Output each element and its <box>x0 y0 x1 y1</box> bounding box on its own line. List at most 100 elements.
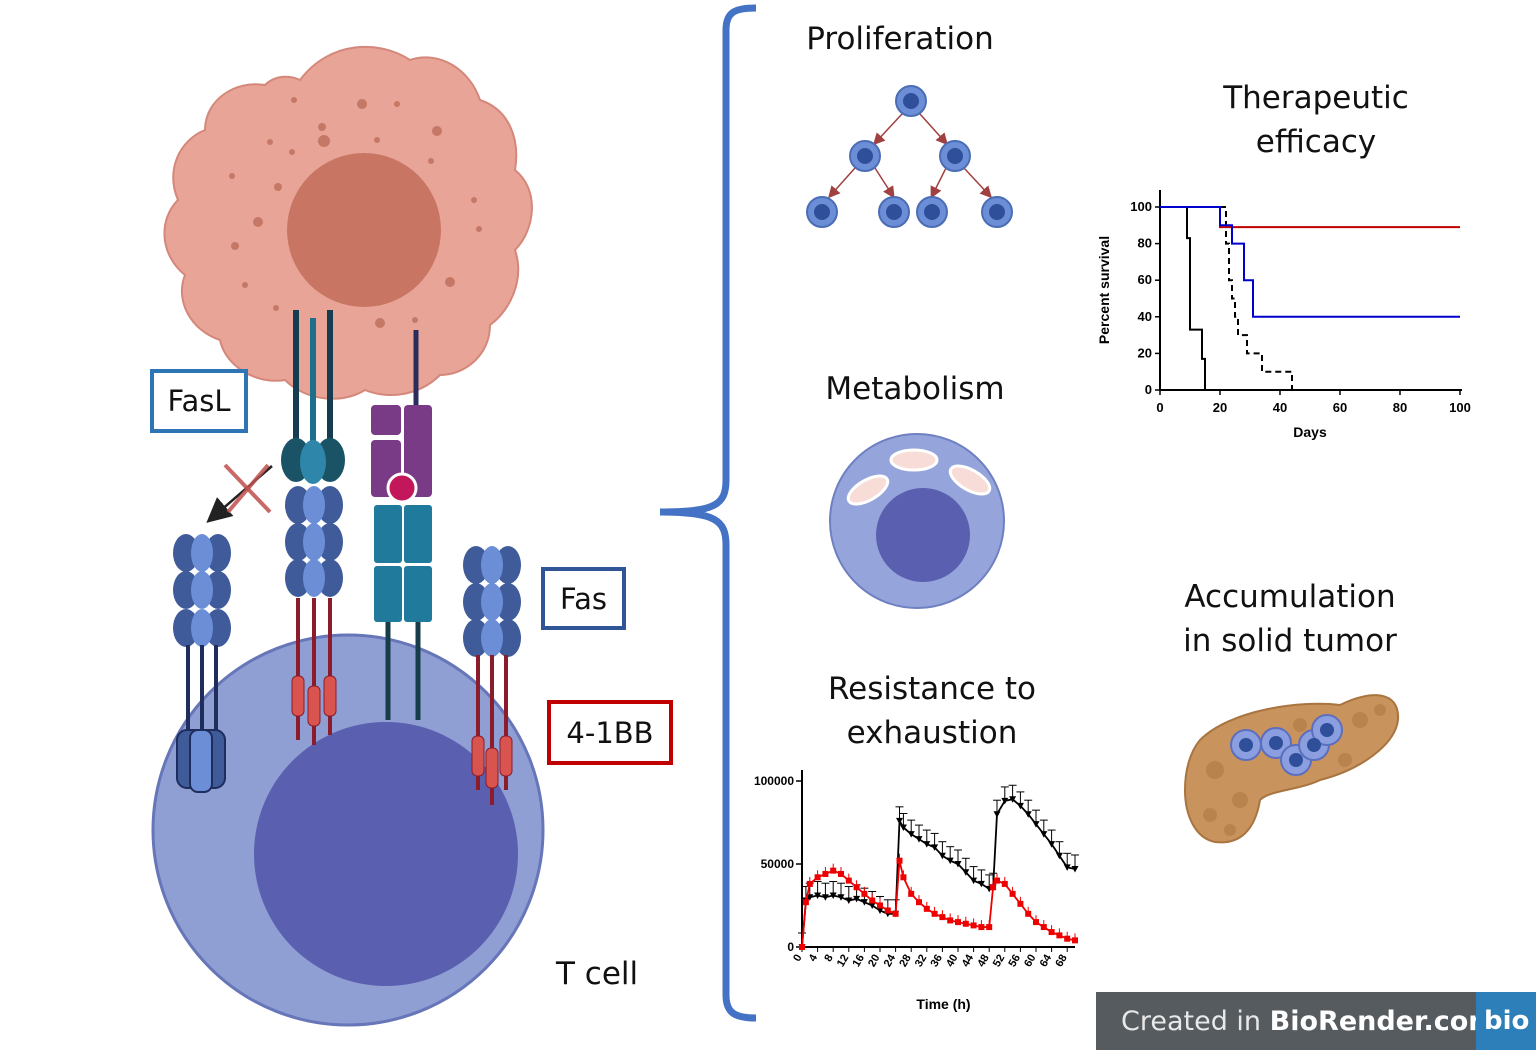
ex-marker-triangle <box>946 857 954 865</box>
ex-x-tick-label: 64 <box>1038 952 1055 969</box>
ex-y-tick-label: 100000 <box>754 774 794 788</box>
fas-receptor-free-right <box>463 546 521 805</box>
ex-marker-square <box>861 890 868 897</box>
ex-x-tick-label: 44 <box>960 952 977 969</box>
ex-marker-triangle <box>1040 831 1048 838</box>
ex-marker-square <box>1064 935 1071 942</box>
ex-marker-square <box>986 924 993 931</box>
accumulation-title-line2: in solid tumor <box>1183 623 1397 659</box>
ex-marker-triangle <box>1032 821 1040 828</box>
fasl-label-box: FasL <box>150 369 248 433</box>
ex-marker-square <box>853 884 860 891</box>
ex-x-tick-label: 28 <box>897 953 914 970</box>
ex-marker-triangle <box>1024 811 1032 818</box>
ex-marker-square <box>1048 929 1055 936</box>
biorender-prefix: Created in <box>1121 1005 1270 1037</box>
ex-marker-square <box>990 884 997 891</box>
biorender-brand: BioRender.com <box>1269 1005 1497 1037</box>
resistance-title-line1: Resistance to <box>827 671 1037 707</box>
ex-x-tick-label: 56 <box>1006 953 1023 970</box>
ex-marker-triangle <box>931 844 939 851</box>
km-y-tick-label: 0 <box>1145 382 1152 397</box>
ex-x-tick-label: 24 <box>882 952 899 969</box>
ex-marker-triangle <box>860 899 868 906</box>
km-y-tick-label: 20 <box>1138 345 1152 360</box>
biorender-badge: Created in BioRender.com bio <box>1096 992 1536 1050</box>
ex-x-tick-label: 4 <box>807 952 821 964</box>
ex-marker-triangle <box>993 811 1001 818</box>
tumor-cytoplasm-dots <box>229 97 482 328</box>
ex-marker-triangle <box>896 817 903 825</box>
km-y-tick-label: 40 <box>1138 309 1152 324</box>
ex-y-tick-label: 50000 <box>761 857 795 871</box>
ex-marker-square <box>830 867 837 874</box>
ex-marker-square <box>806 880 813 887</box>
ex-marker-square <box>978 924 985 931</box>
ex-marker-square <box>1017 900 1024 907</box>
ex-marker-triangle <box>1048 841 1056 848</box>
ex-marker-square <box>896 857 903 864</box>
t-cell-nucleus <box>254 722 518 986</box>
ex-marker-square <box>838 870 844 877</box>
fasl-ligand <box>281 310 345 484</box>
ex-marker-square <box>970 922 977 929</box>
km-x-tick-label: 80 <box>1393 400 1407 415</box>
ex-marker-triangle <box>1001 797 1009 805</box>
ex-x-tick-label: 0 <box>791 953 804 964</box>
ex-marker-triangle <box>899 824 907 831</box>
km-series-line <box>1160 206 1460 318</box>
ex-marker-triangle <box>915 836 923 843</box>
ex-marker-square <box>802 899 809 906</box>
km-x-tick-label: 20 <box>1213 400 1227 415</box>
cd137-label: 4-1BB <box>566 715 654 750</box>
km-x-tick-label: 60 <box>1333 400 1347 415</box>
resistance-title-line2: exhaustion <box>846 715 1018 751</box>
ex-x-tick-label: 12 <box>835 953 852 970</box>
km-series-line <box>1160 206 1293 390</box>
ex-marker-triangle <box>938 852 946 860</box>
ex-marker-triangle <box>977 880 985 888</box>
ex-marker-triangle <box>821 894 829 901</box>
curly-bracket <box>659 4 757 1022</box>
ex-marker-triangle <box>829 892 837 900</box>
ex-marker-square <box>892 910 899 917</box>
ex-x-tick-label: 40 <box>944 953 961 970</box>
t-cell <box>151 633 545 1027</box>
ex-marker-square <box>1025 910 1032 917</box>
ex-marker-square <box>1072 937 1078 944</box>
therapeutic-title-line2: efficacy <box>1255 124 1377 160</box>
ex-marker-square <box>916 899 922 906</box>
ex-marker-triangle <box>970 877 978 885</box>
fas-label: Fas <box>560 581 607 616</box>
ex-marker-square <box>884 907 891 914</box>
ex-marker-triangle <box>923 841 931 848</box>
fas-receptor-free-left <box>173 534 231 793</box>
ex-marker-triangle <box>962 869 970 876</box>
km-x-tick-label: 100 <box>1449 400 1471 415</box>
ex-marker-triangle <box>837 894 845 901</box>
tcr-mhc-complex <box>371 330 432 720</box>
ex-marker-triangle <box>1071 865 1079 873</box>
ex-marker-triangle <box>954 861 962 868</box>
fas-receptor-bound <box>285 486 343 745</box>
km-y-tick-label: 80 <box>1138 236 1152 251</box>
fasl-label: FasL <box>167 384 231 418</box>
ex-marker-triangle <box>868 902 876 909</box>
tumor-cell-nucleus <box>287 153 441 307</box>
km-series-line <box>1160 206 1206 390</box>
ex-marker-square <box>931 910 938 917</box>
ex-marker-triangle <box>907 831 915 838</box>
ex-marker-square <box>1040 924 1047 931</box>
ex-marker-triangle <box>1016 802 1024 810</box>
km-y-axis-label: Percent survival <box>1096 236 1112 344</box>
ex-x-tick-label: 16 <box>850 953 867 970</box>
ex-x-tick-label: 8 <box>822 953 835 964</box>
ex-marker-square <box>900 874 907 881</box>
biorender-logo-icon: bio <box>1476 992 1536 1050</box>
km-x-tick-label: 0 <box>1156 400 1163 415</box>
ex-marker-triangle <box>1063 864 1071 871</box>
metabolism-title: Metabolism <box>825 371 1005 407</box>
ex-marker-triangle <box>1009 796 1017 803</box>
